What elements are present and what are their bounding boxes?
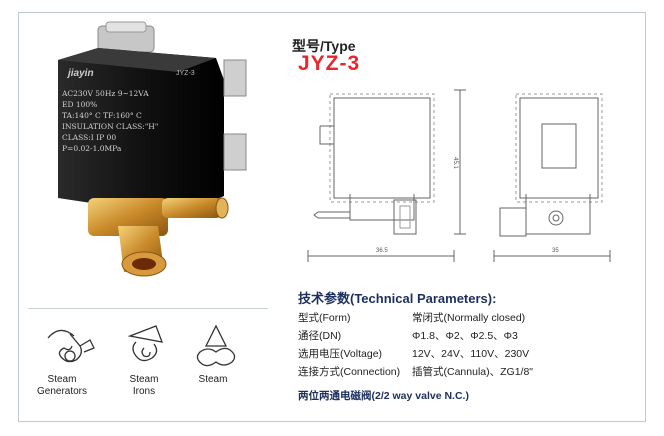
app-label-steam-irons: Steam Irons: [114, 374, 174, 398]
technical-parameters-title: 技术参数(Technical Parameters):: [298, 291, 497, 306]
param-label-connection: 连接方式(Connection): [298, 366, 401, 378]
coil-spec-line: P=0.02-1.0MPa: [62, 144, 122, 153]
solenoid-valve-photo: [58, 21, 247, 277]
param-label-dn: 通径(DN): [298, 330, 342, 342]
steam-generator-icon: [47, 329, 95, 363]
app-label-line: Irons: [132, 386, 156, 397]
steam-icon: [196, 324, 236, 367]
technical-drawing: [307, 89, 611, 262]
coil-spec-text: AC230V 50Hz 9~12VA ED 100% TA:140° C TF:16…: [62, 88, 202, 154]
app-label-line: Generators: [36, 386, 88, 397]
param-label-voltage: 选用电压(Voltage): [298, 348, 383, 360]
app-label-line: Steam: [47, 374, 77, 385]
dimension-height: 45.1: [451, 157, 458, 169]
coil-spec-line: INSULATION CLASS:"H": [62, 122, 159, 131]
valve-type-footer: 两位两通电磁阀(2/2 way valve N.C.): [298, 390, 469, 402]
coil-brand: jiayin: [68, 68, 94, 79]
coil-spec-line: ED 100%: [62, 100, 98, 109]
coil-spec-line: CLASS:I IP 00: [62, 133, 117, 142]
param-value-form: 常闭式(Normally closed): [412, 312, 526, 324]
dimension-width-right: 35: [552, 248, 559, 254]
app-label-steam: Steam: [190, 374, 236, 386]
model-number: JYZ-3: [298, 52, 361, 75]
param-label-form: 型式(Form): [298, 312, 351, 324]
applications-divider: [28, 308, 268, 309]
steam-iron-icon: [127, 325, 164, 362]
app-label-line: Steam: [129, 374, 159, 385]
type-label: 型号/Type: [292, 38, 356, 54]
param-value-voltage: 12V、24V、110V、230V: [412, 348, 530, 360]
param-value-connection: 插管式(Cannula)、ZG1/8": [412, 366, 534, 378]
param-value-dn: Φ1.8、Φ2、Φ2.5、Φ3: [412, 330, 518, 342]
app-label-steam-generators: Steam Generators: [30, 374, 94, 398]
app-label-line: Steam: [198, 374, 228, 385]
dimension-width-left: 36.5: [376, 248, 388, 254]
coil-spec-line: TA:140° C TF:160° C: [62, 111, 142, 120]
coil-spec-line: AC230V 50Hz 9~12VA: [62, 89, 149, 98]
coil-model-tag: JYZ-3: [176, 70, 195, 77]
